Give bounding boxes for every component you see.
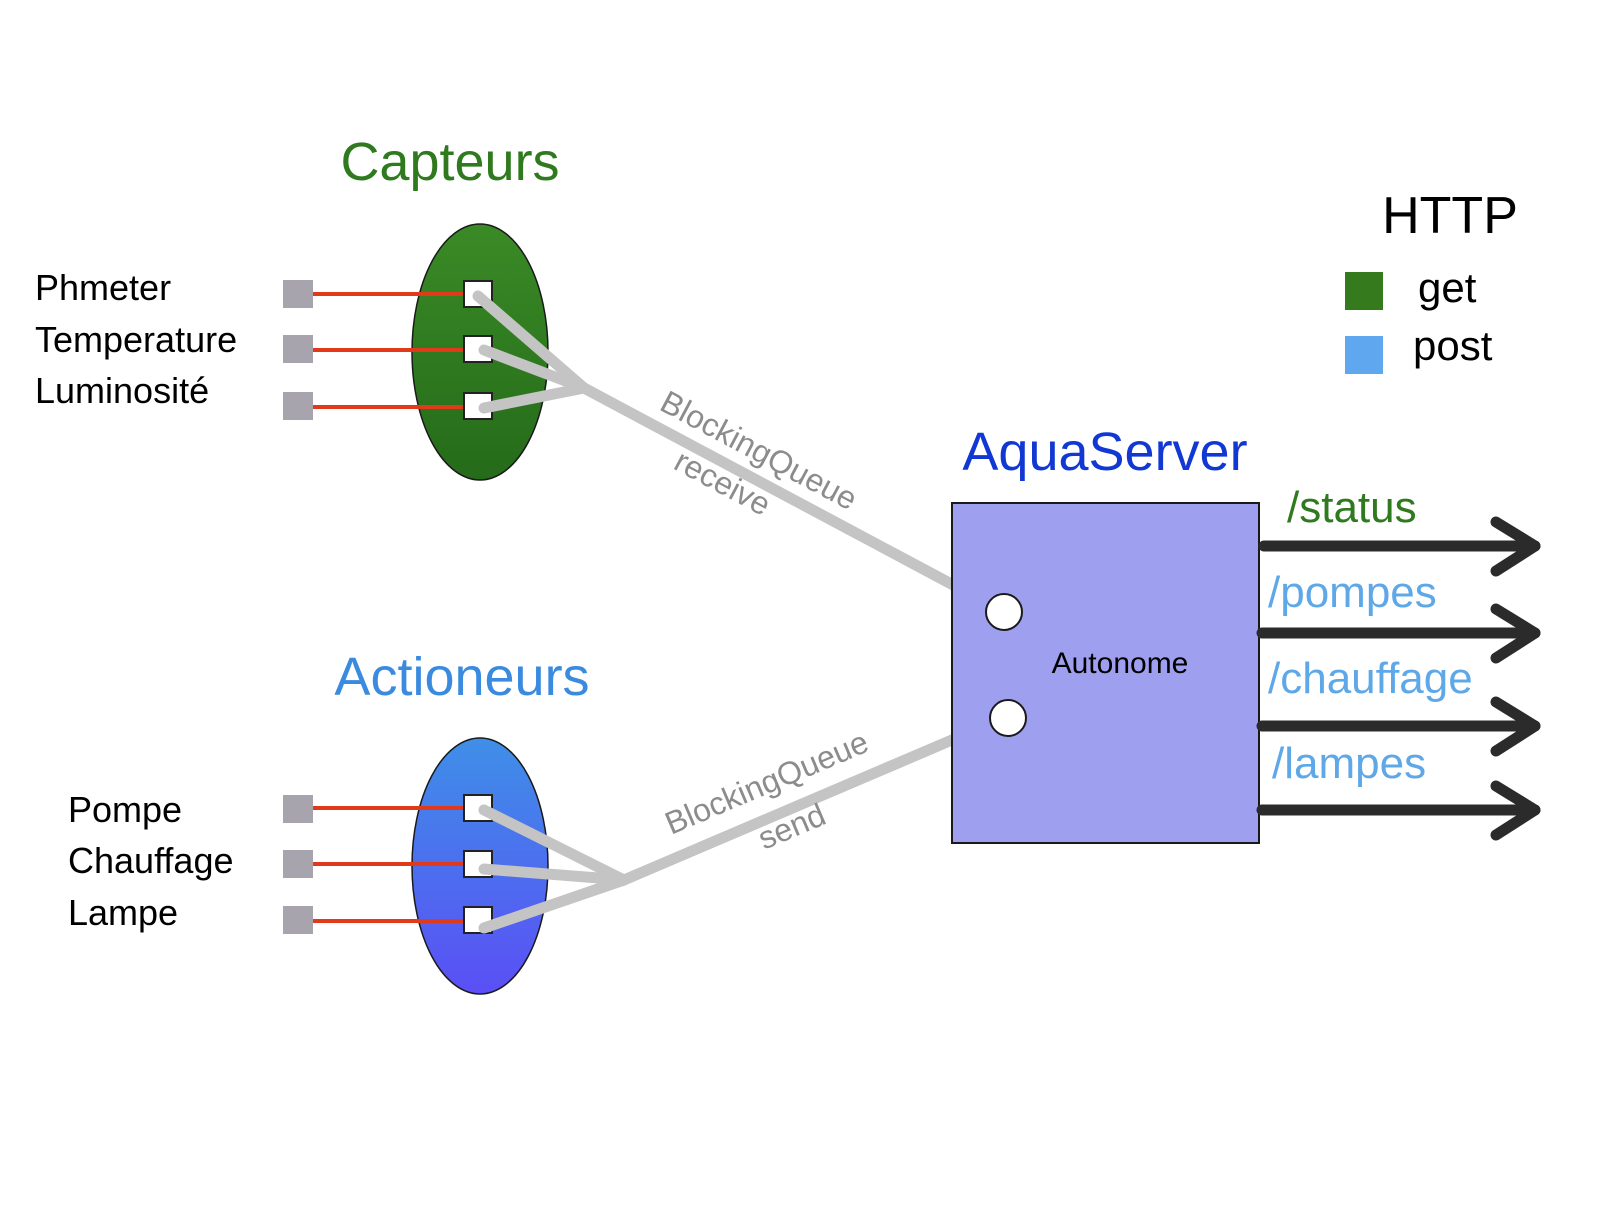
actioneur-label-pompe: Pompe xyxy=(68,789,182,830)
route-label-lampes: /lampes xyxy=(1272,739,1426,788)
legend-label-get: get xyxy=(1418,264,1477,311)
aquaserver-title: AquaServer xyxy=(962,422,1247,482)
blue-square-icon xyxy=(1345,336,1383,374)
actioneurs-title: Actioneurs xyxy=(334,647,589,707)
route-arrow-pompes xyxy=(1256,603,1541,664)
route-arrow-lampes xyxy=(1256,780,1541,841)
capteur-connector-temperature xyxy=(283,335,313,363)
actioneur-label-chauffage: Chauffage xyxy=(68,840,233,881)
route-label-status: /status xyxy=(1287,483,1417,532)
route-arrow-chauffage xyxy=(1256,696,1541,757)
capteur-label-temperature: Temperature xyxy=(35,319,237,360)
legend-label-post: post xyxy=(1413,322,1493,369)
receive-queue-lines xyxy=(472,290,1006,616)
autonome-label: Autonome xyxy=(1052,647,1189,680)
route-arrows xyxy=(1256,516,1541,841)
route-label-pompes: /pompes xyxy=(1268,568,1437,617)
actioneur-label-lampe: Lampe xyxy=(68,892,178,933)
capteur-label-luminosite: Luminosité xyxy=(35,370,209,411)
capteur-connector-luminosite xyxy=(283,392,313,420)
receive-port-circle xyxy=(985,593,1023,631)
route-label-chauffage: /chauffage xyxy=(1268,654,1473,703)
capteur-label-phmeter: Phmeter xyxy=(35,267,171,308)
capteur-connector-phmeter xyxy=(283,280,313,308)
capteurs-title: Capteurs xyxy=(340,132,559,192)
actioneur-connector-lampe xyxy=(283,906,313,934)
actioneur-connector-chauffage xyxy=(283,850,313,878)
actioneur-connector-pompe xyxy=(283,795,313,823)
legend-title: HTTP xyxy=(1382,187,1518,245)
green-square-icon xyxy=(1345,272,1383,310)
aquaserver-box xyxy=(951,502,1260,844)
route-arrow-status xyxy=(1258,516,1541,577)
send-port-circle xyxy=(989,699,1027,737)
send-queue-lines xyxy=(478,716,1000,934)
